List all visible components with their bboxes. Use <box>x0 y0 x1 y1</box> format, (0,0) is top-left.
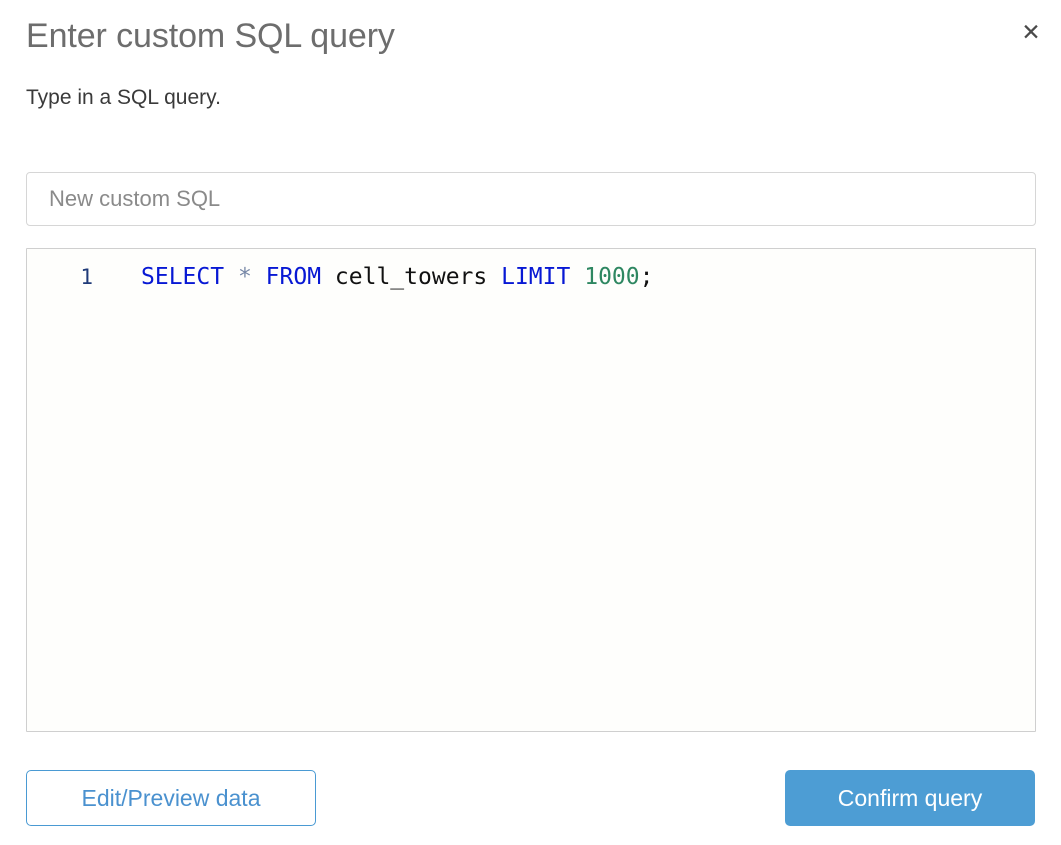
sql-token-plain <box>570 264 584 290</box>
close-icon[interactable]: ✕ <box>1016 18 1046 48</box>
sql-token-operator: * <box>237 264 252 290</box>
sql-token-plain <box>224 264 238 290</box>
sql-token-plain <box>487 264 501 290</box>
editor-line: 1 SELECT * FROM cell_towers LIMIT 1000; <box>27 249 1035 290</box>
edit-preview-data-button[interactable]: Edit/Preview data <box>26 770 316 826</box>
dialog-footer: Edit/Preview data Confirm query <box>26 770 1035 826</box>
sql-token-keyword: FROM <box>265 264 322 290</box>
page-title: Enter custom SQL query <box>26 17 395 55</box>
query-name-input[interactable] <box>26 172 1036 226</box>
sql-token-plain <box>321 264 335 290</box>
confirm-query-button[interactable]: Confirm query <box>785 770 1035 826</box>
sql-token-ident: cell_towers <box>334 264 488 290</box>
sql-token-keyword: LIMIT <box>501 264 571 290</box>
sql-token-number: 1000 <box>584 264 640 290</box>
sql-code-editor[interactable]: 1 SELECT * FROM cell_towers LIMIT 1000; <box>26 248 1036 732</box>
sql-token-keyword: SELECT <box>141 264 225 290</box>
sql-token-plain <box>252 264 266 290</box>
sql-code-line[interactable]: SELECT * FROM cell_towers LIMIT 1000; <box>93 263 653 291</box>
sql-token-punct: ; <box>639 264 654 290</box>
line-number-gutter: 1 <box>80 265 93 289</box>
dialog-subtitle: Type in a SQL query. <box>26 86 221 109</box>
dialog-header: Enter custom SQL query <box>26 14 1035 62</box>
